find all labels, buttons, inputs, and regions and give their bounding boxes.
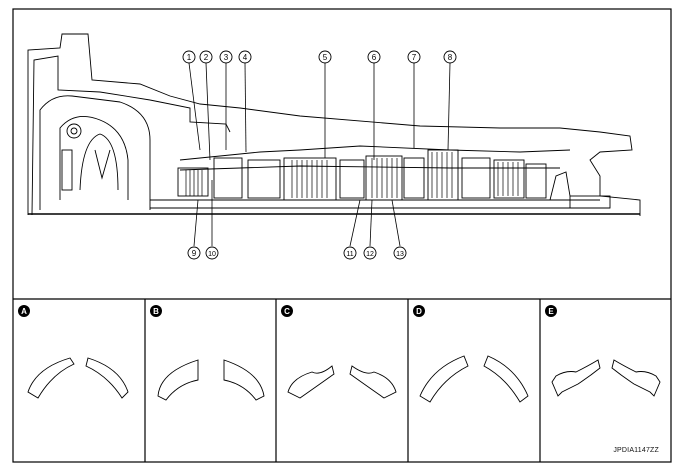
callout-7: 7	[407, 50, 421, 64]
svg-text:9: 9	[192, 249, 197, 258]
figure-code: JPDIA1147ZZ	[613, 447, 659, 454]
panel-label-c: C	[281, 305, 293, 317]
callout-6: 6	[367, 50, 381, 64]
panel-label-a: A	[18, 305, 30, 317]
shape-pair-e	[551, 359, 661, 397]
panel-label-d: D	[413, 305, 425, 317]
svg-text:3: 3	[224, 53, 229, 62]
svg-text:C: C	[284, 307, 290, 316]
svg-text:A: A	[21, 307, 27, 316]
callout-3: 3	[219, 50, 233, 64]
shape-pair-d	[419, 355, 529, 403]
svg-text:B: B	[153, 307, 159, 316]
callouts: 1 2 3 4 5 6 7 8 9 10 11 12 13	[182, 50, 457, 260]
callout-leaders	[188, 62, 451, 247]
svg-text:2: 2	[204, 53, 209, 62]
callout-9: 9	[187, 246, 201, 260]
callout-8: 8	[443, 50, 457, 64]
panel-label-e: E	[545, 305, 557, 317]
svg-text:4: 4	[243, 53, 248, 62]
callout-12: 12	[363, 246, 377, 260]
panel-shapes	[27, 355, 661, 403]
shape-pair-b	[157, 359, 265, 401]
svg-text:10: 10	[208, 251, 216, 258]
svg-text:6: 6	[372, 53, 377, 62]
transmission-cross-section	[27, 33, 641, 216]
callout-1: 1	[182, 50, 196, 64]
panel-label-b: B	[150, 305, 162, 317]
svg-text:5: 5	[323, 53, 328, 62]
callout-4: 4	[238, 50, 252, 64]
callout-11: 11	[343, 246, 357, 260]
callout-13: 13	[393, 246, 407, 260]
svg-text:12: 12	[366, 251, 374, 258]
callout-10: 10	[205, 246, 219, 260]
svg-text:8: 8	[448, 53, 453, 62]
panel-labels: A B C D E	[18, 305, 557, 317]
shape-pair-c	[287, 365, 397, 399]
shape-pair-a	[27, 357, 129, 399]
svg-text:11: 11	[346, 251, 353, 258]
figure-frame	[12, 8, 672, 463]
svg-text:7: 7	[412, 53, 417, 62]
svg-text:1: 1	[187, 53, 192, 62]
callout-5: 5	[318, 50, 332, 64]
svg-text:E: E	[548, 307, 554, 316]
svg-text:13: 13	[396, 251, 404, 258]
callout-2: 2	[199, 50, 213, 64]
svg-text:D: D	[416, 307, 422, 316]
